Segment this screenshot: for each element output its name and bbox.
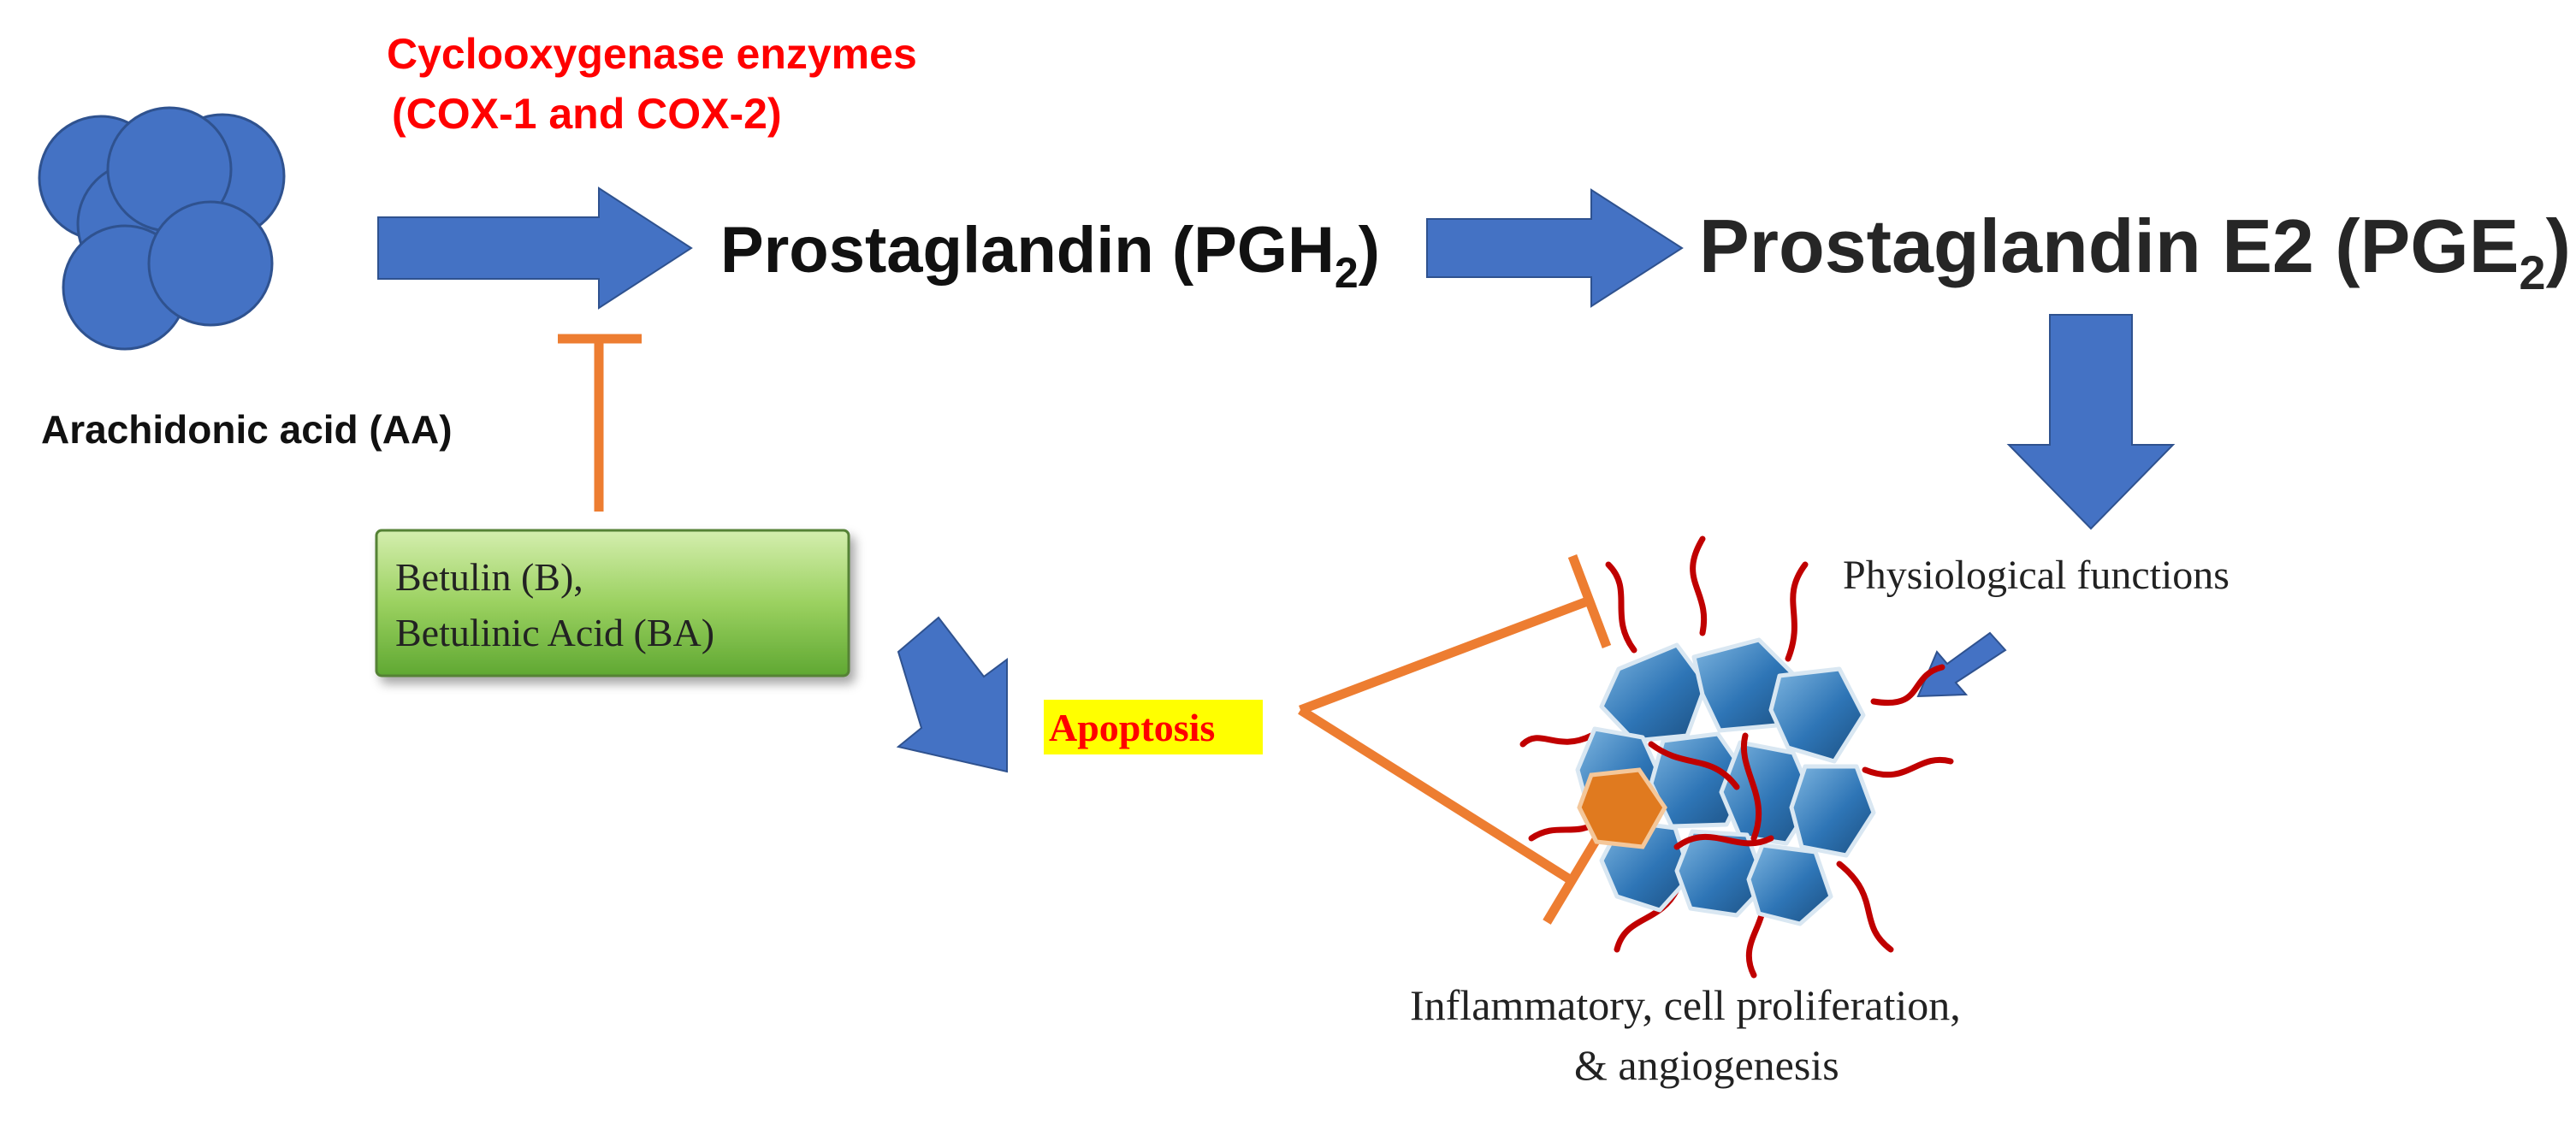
inhibition-bars-apoptosis: [1298, 554, 1612, 925]
apoptosis-label: Apoptosis: [1049, 706, 1215, 749]
inhibitor-box-line2: Betulinic Acid (BA): [395, 611, 714, 654]
pge2-label: Prostaglandin E2 (PGE2): [1699, 204, 2571, 299]
enzyme-label-line2: (COX-1 and COX-2): [392, 90, 782, 138]
inhibition-bar-cox: [558, 334, 642, 512]
apoptosis-highlight: [1044, 700, 1263, 754]
pge2-label-sub: 2: [2519, 246, 2545, 299]
pge2-label-main: Prostaglandin E2 (PGE: [1699, 204, 2519, 288]
arrow-aa-to-pgh2: [377, 186, 693, 310]
pgh2-label-close: ): [1359, 214, 1380, 287]
pgh2-label-main: Prostaglandin (PGH: [720, 214, 1335, 287]
pgh2-label: Prostaglandin (PGH2): [720, 214, 1380, 297]
arrow-physiological-to-cells: [1916, 631, 2007, 698]
arachidonic-acid-label: Arachidonic acid (AA): [41, 407, 453, 452]
arrow-pgh2-to-pge2: [1426, 188, 1684, 308]
physiological-functions-label: Physiological functions: [1843, 553, 2230, 598]
pgh2-label-sub: 2: [1335, 249, 1359, 297]
outcome-label-line1: Inflammatory, cell proliferation,: [1410, 981, 1961, 1029]
inhibitor-box: [375, 529, 850, 677]
arrow-betulin-to-apoptosis: [896, 616, 1008, 773]
tumor-cell-cluster-icon: [1519, 535, 1954, 979]
pge2-label-close: ): [2546, 204, 2571, 288]
arrow-pge2-to-physiological: [2006, 314, 2176, 530]
enzyme-label-line1: Cyclooxygenase enzymes: [387, 30, 917, 78]
inhibitor-box-line1: Betulin (B),: [395, 555, 583, 599]
outcome-label-line2: & angiogenesis: [1574, 1041, 1839, 1089]
tumor-cell-orange-fragment: [1577, 767, 1667, 849]
arachidonic-acid-molecule-icon: [38, 106, 286, 351]
